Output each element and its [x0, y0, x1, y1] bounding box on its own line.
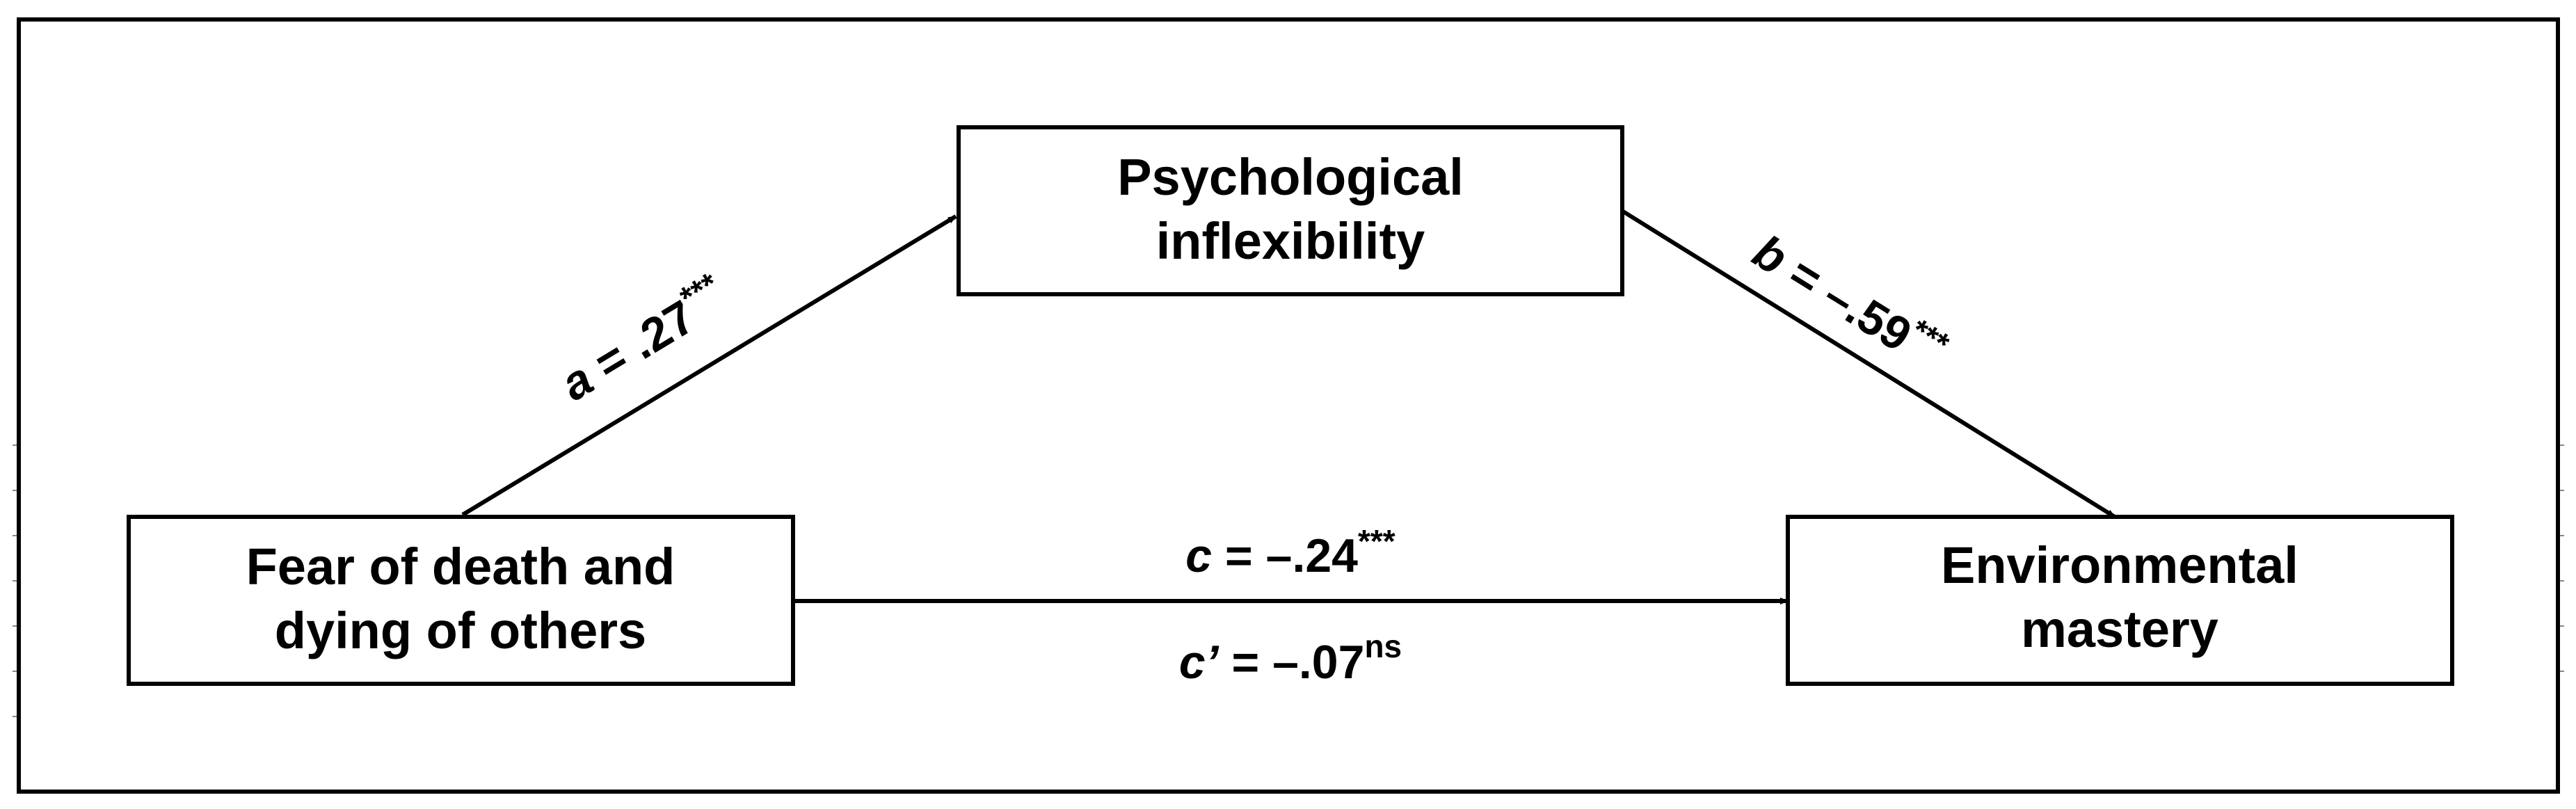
path-c-sig: *** [1358, 523, 1395, 559]
path-c-letter: c [1185, 529, 1212, 582]
mediator-label-line2: inflexibility [1156, 212, 1425, 270]
mediator-label-line1: Psychological [1117, 148, 1464, 206]
path-c-prime-sig: ns [1364, 628, 1402, 664]
outcome-label-line1: Environmental [1941, 536, 2298, 594]
frame-ticks [13, 444, 2564, 717]
mediator-box [957, 125, 1624, 296]
path-c-value: = –.24 [1212, 529, 1358, 582]
path-a-arrow [461, 214, 957, 517]
path-c-label: c = –.24*** [1185, 523, 1395, 582]
predictor-label-line1: Fear of death and [246, 538, 675, 595]
outcome-box [1786, 515, 2454, 686]
predictor-label-line2: dying of others [275, 602, 646, 659]
path-c-prime-letter: c’ [1179, 636, 1219, 689]
path-b-arrow [1619, 208, 2116, 519]
path-c-prime-label: c’ = –.07ns [1179, 628, 1402, 689]
path-c-prime-value: = –.07 [1219, 636, 1365, 689]
predictor-box [127, 515, 795, 686]
outcome-label-line2: mastery [2021, 600, 2218, 658]
